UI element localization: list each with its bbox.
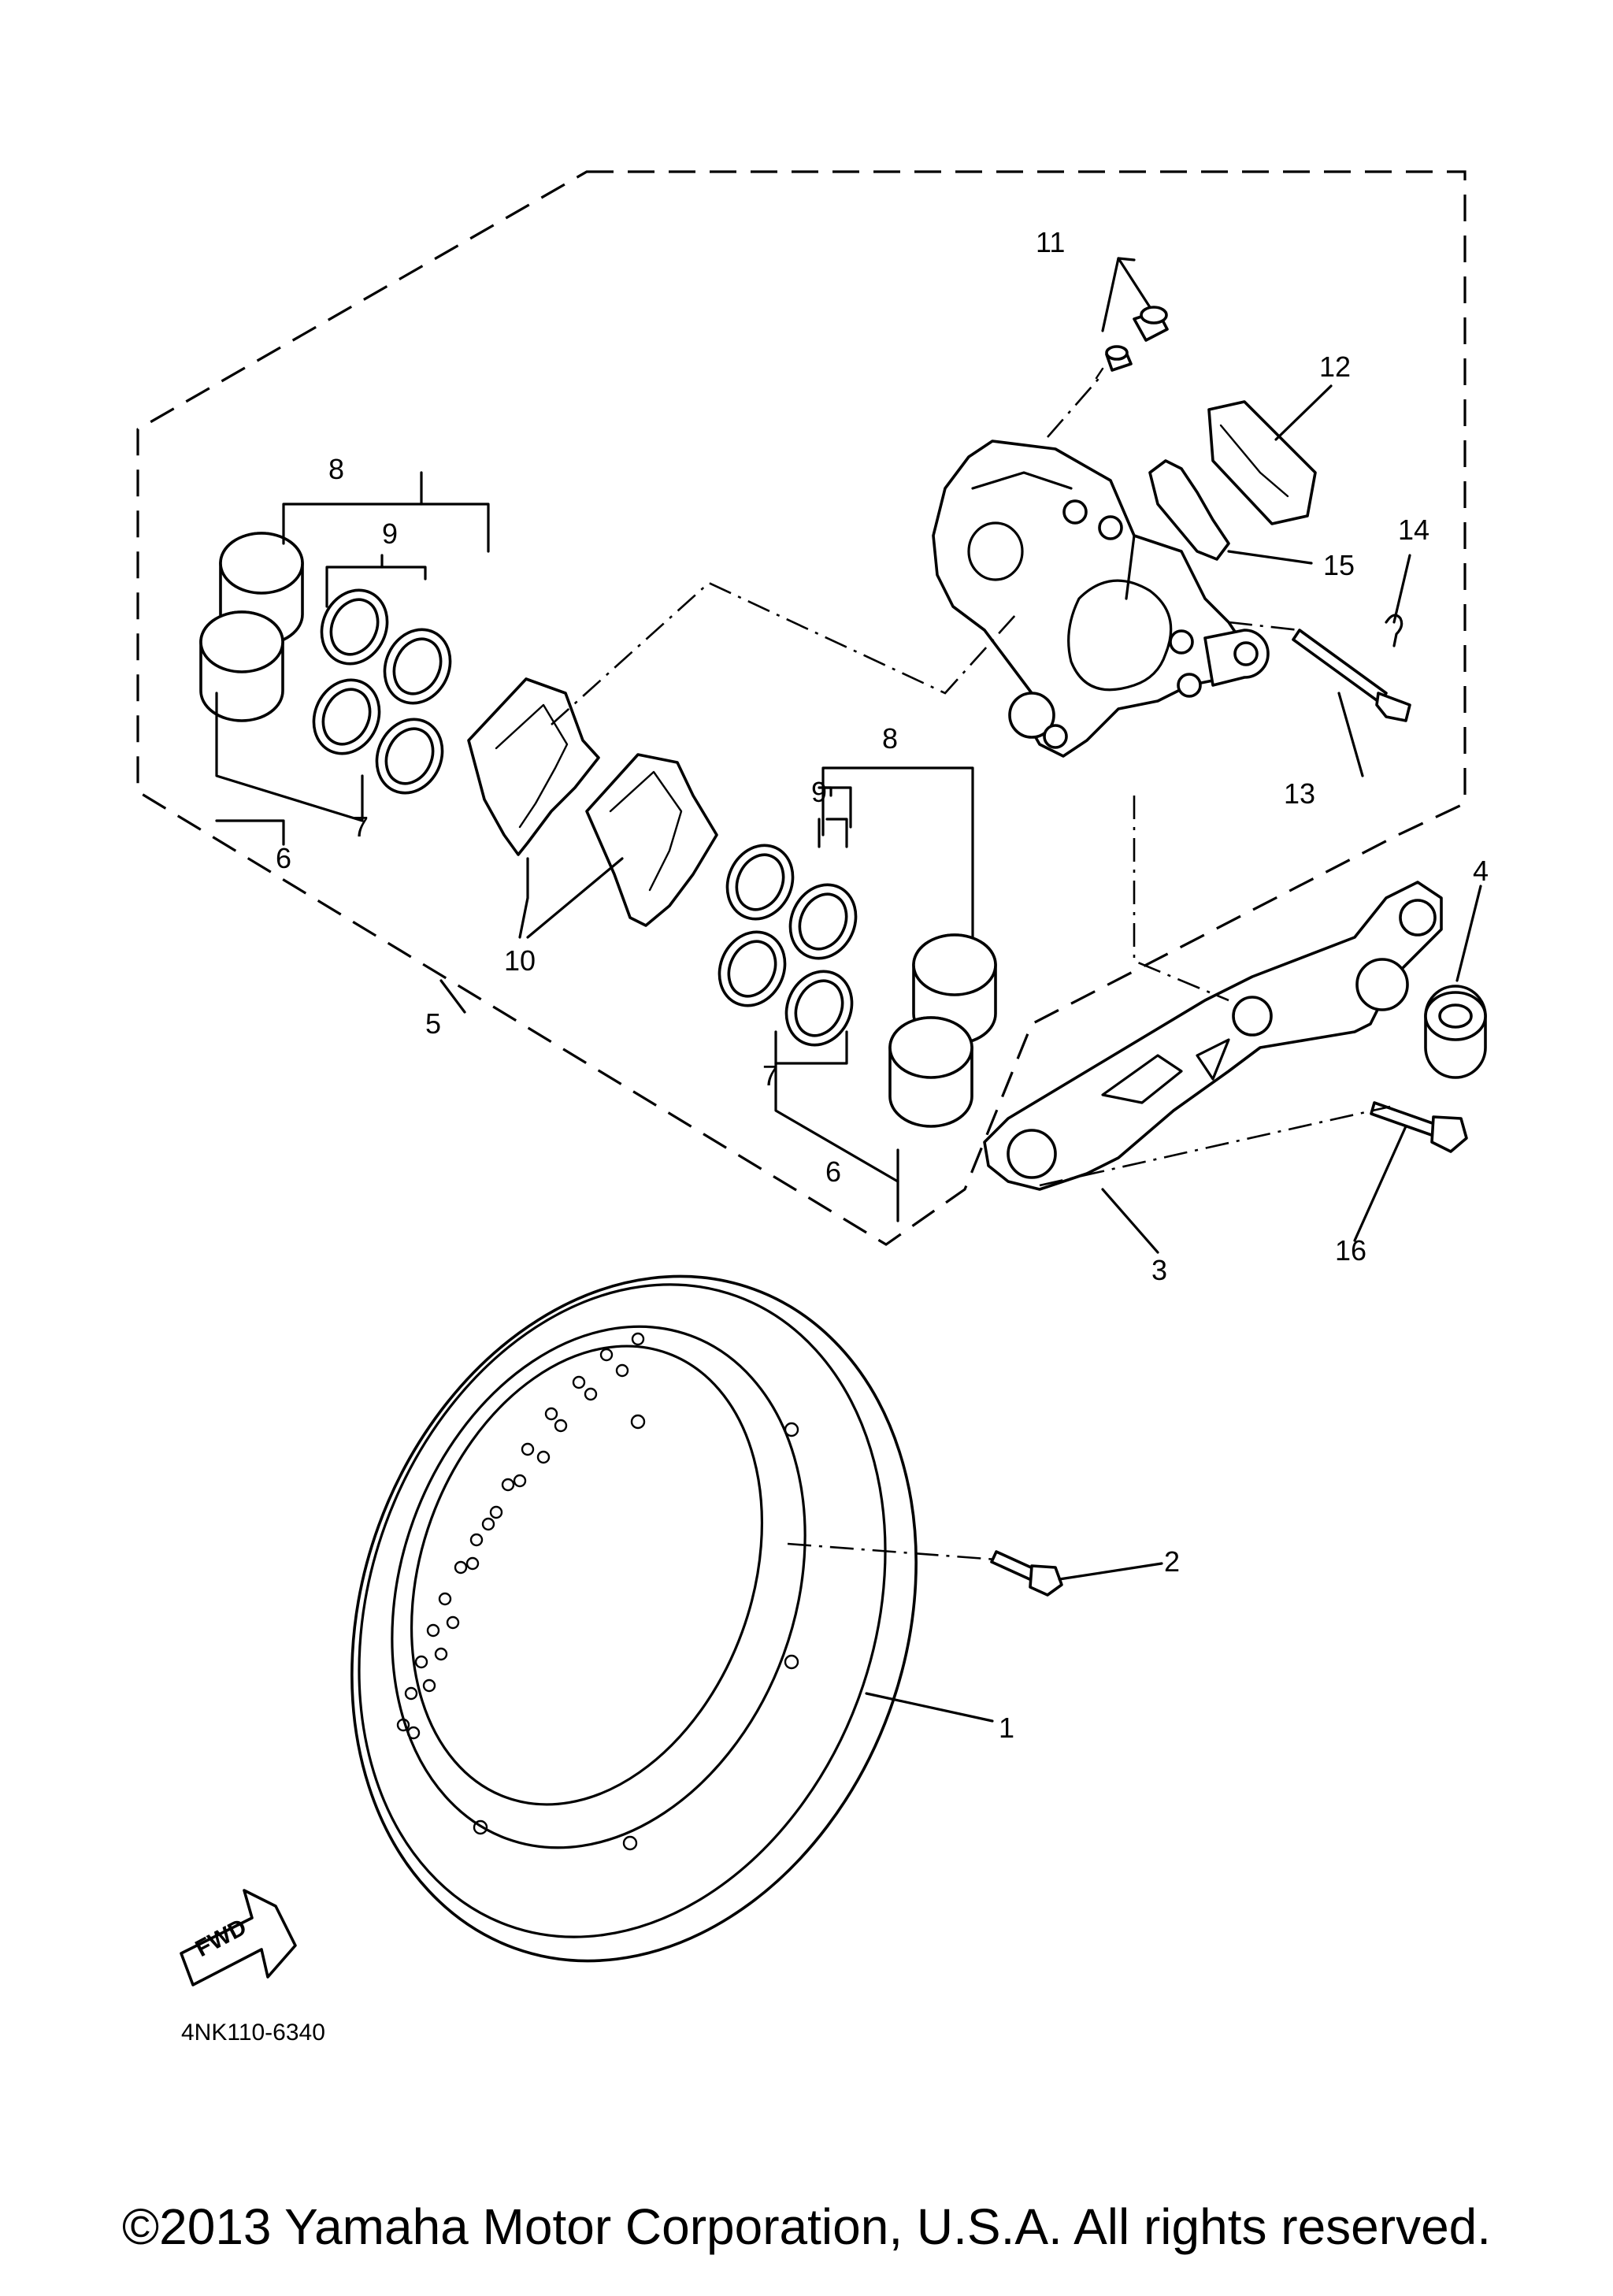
caliper-body bbox=[932, 440, 1270, 758]
seal-kit-left bbox=[312, 588, 452, 795]
leader-lines bbox=[215, 257, 1482, 1723]
brake-pad-set bbox=[467, 677, 718, 927]
brake-disc bbox=[350, 1274, 918, 1963]
callout-15: 15 bbox=[1323, 549, 1355, 581]
callout-11: 11 bbox=[1036, 226, 1065, 258]
alignment-lines bbox=[551, 373, 1391, 1561]
callout-13: 13 bbox=[1284, 777, 1315, 810]
seal-kit-right bbox=[718, 844, 858, 1047]
callout-7-left: 7 bbox=[353, 810, 369, 843]
piston-set-right bbox=[888, 933, 997, 1128]
callout-1: 1 bbox=[999, 1712, 1014, 1744]
callout-5: 5 bbox=[425, 1007, 441, 1040]
piston-set-left bbox=[199, 532, 304, 722]
callout-3: 3 bbox=[1151, 1254, 1167, 1286]
pin-clip bbox=[1385, 614, 1403, 647]
pad-spring bbox=[1148, 459, 1230, 561]
caliper-assembly-boundary bbox=[136, 170, 1467, 1246]
forward-direction-arrow: FWD bbox=[180, 1889, 297, 1986]
bracket-bolt bbox=[1370, 1101, 1468, 1153]
callout-8-right: 8 bbox=[882, 722, 898, 755]
callout-2: 2 bbox=[1164, 1545, 1180, 1578]
callout-16: 16 bbox=[1335, 1234, 1366, 1267]
callout-10: 10 bbox=[504, 944, 536, 977]
callout-7-right: 7 bbox=[762, 1059, 778, 1092]
collar bbox=[1424, 985, 1487, 1079]
disc-bolt bbox=[990, 1550, 1063, 1597]
callout-6-right: 6 bbox=[825, 1155, 841, 1188]
callout-12: 12 bbox=[1319, 351, 1351, 383]
callout-9-right: 9 bbox=[811, 776, 827, 808]
pad-cover bbox=[1207, 400, 1317, 525]
callout-8-left: 8 bbox=[328, 453, 344, 485]
diagram-code: 4NK110-6340 bbox=[181, 2020, 325, 2046]
caliper-bracket bbox=[983, 881, 1443, 1191]
callout-9-left: 9 bbox=[382, 517, 398, 550]
callout-4: 4 bbox=[1473, 855, 1489, 887]
callout-6-left: 6 bbox=[276, 842, 291, 874]
pad-pin bbox=[1292, 629, 1411, 722]
copyright-notice: ©2013 Yamaha Motor Corporation, U.S.A. A… bbox=[121, 2198, 1492, 2255]
callout-14: 14 bbox=[1398, 514, 1429, 546]
bleed-screws bbox=[1095, 306, 1169, 380]
